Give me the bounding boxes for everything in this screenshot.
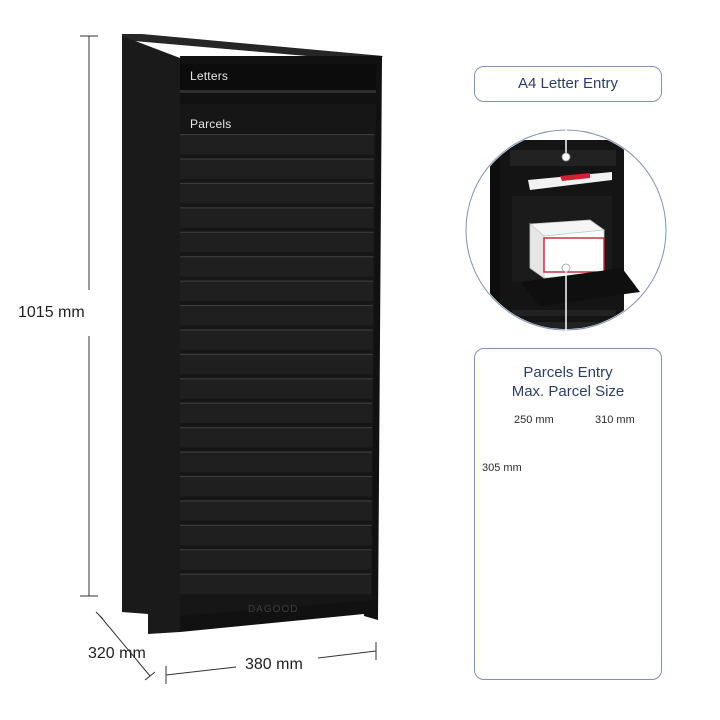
inset-photo [465,129,667,331]
shutter-slat-highlight [180,353,373,355]
shutter-slat-highlight [180,182,374,185]
letters-label: Letters [190,69,229,83]
depth-dimension-line [95,611,156,681]
parcels-label: Parcels [190,117,232,131]
shutter-slat-highlight [180,134,374,136]
shutter-slat-highlight [180,329,373,331]
shutter-slat-highlight [180,475,372,478]
parcel-entry-callout: Parcels Entry Max. Parcel Size [474,348,662,680]
shutter-slat [180,573,372,594]
shutter-slat-highlight [180,280,374,282]
height-label: 1015 mm [18,304,85,321]
shutter-slat [180,207,374,228]
shutter-slat [180,500,372,521]
shutter-slat-highlight [180,207,374,209]
shutter-slat [180,402,373,424]
parcel-entry-title: Parcels Entry Max. Parcel Size [475,363,661,401]
shutter-slat [180,329,373,350]
depth-label: 320 mm [88,645,146,662]
shutter-slat [180,353,373,375]
shutter-slat [180,134,374,155]
shutter-slat [180,549,372,570]
shutter-slat-highlight [180,427,373,429]
height-dimension-line [80,35,98,597]
shutter-slat-highlight [180,304,373,307]
shutter-slat-highlight [180,500,372,502]
shutter-slat-highlight [180,231,374,233]
shutter-slat-highlight [180,158,374,160]
shutter-slat-highlight [180,256,374,258]
parcel-entry-line1: Parcels Entry [523,364,613,381]
shutter-slat-highlight [180,451,373,453]
width-dimension-line [165,642,377,684]
shutter-slat-highlight [180,549,372,551]
letter-entry-callout: A4 Letter Entry [474,66,662,102]
parcel-height-label: 305 mm [482,462,522,474]
parcel-width-label: 310 mm [595,414,635,426]
parcel-entry-marker [561,263,571,273]
brand-logo: DAGOOD [248,604,299,615]
shutter-slat [180,280,374,301]
shutter-slat [180,256,374,277]
shutter-slat-highlight [180,378,373,380]
shutter-slat [180,378,373,399]
shutter-slat-highlight [180,573,372,575]
shutter-slat [180,182,374,204]
shutter-slats [180,134,374,594]
shutter-slat [180,231,374,253]
shutter-slat [180,304,373,326]
shutter-slat-highlight [180,524,372,526]
parcel-entry-line2: Max. Parcel Size [511,383,625,400]
shutter-slat [180,475,372,497]
width-label: 380 mm [245,656,303,673]
shutter-slat-highlight [180,402,373,404]
parcel-length-label: 250 mm [514,414,554,426]
shutter-slat [180,427,373,448]
shutter-slat [180,158,374,179]
shutter-slat [180,524,372,546]
letter-entry-marker [561,152,571,162]
shutter-slat [180,451,373,472]
